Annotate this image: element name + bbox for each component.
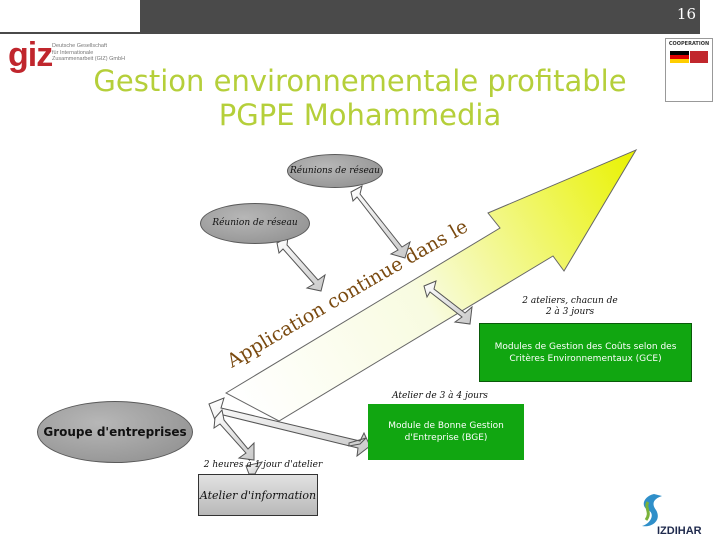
top-bar-line [0, 32, 700, 34]
cooperation-label: COOPERATION [668, 41, 710, 47]
gce-module-box: Modules de Gestion des Coûts selon des C… [479, 323, 692, 382]
atelier-information-box: Atelier d'information [198, 474, 318, 516]
double-arrow-5 [213, 408, 255, 461]
double-arrow-6 [245, 461, 264, 475]
reunions-reseau-node: Réunions de réseau [287, 154, 383, 188]
groupe-entreprises-node: Groupe d'entreprises [37, 401, 193, 463]
top-bar [140, 0, 700, 32]
two-hours-label: 2 heures à 1 jour d'atelier [203, 460, 323, 470]
slide-number: 16 [676, 5, 696, 23]
double-arrow-2 [276, 236, 326, 292]
giz-logo-text: Deutsche Gesellschaft für Internationale… [52, 43, 126, 62]
reunion-reseau-node: Réunion de réseau [200, 203, 310, 244]
cooperation-logo: COOPERATION [665, 38, 713, 102]
giz-logo: giz [8, 36, 53, 74]
morocco-flag-icon [690, 51, 708, 63]
atelier-3-4-label: Atelier de 3 à 4 jours [392, 391, 488, 401]
double-arrow-1 [350, 185, 411, 259]
double-arrow-3 [423, 280, 473, 325]
bge-module-box: Module de Bonne Gestion d'Entreprise (BG… [368, 404, 524, 460]
page-title: Gestion environnementale profitable PGPE… [93, 64, 627, 132]
two-ateliers-label: 2 ateliers, chacun de 2 à 3 jours [522, 296, 618, 317]
izdihar-logo-icon [642, 494, 662, 527]
germany-flag-icon [670, 51, 689, 63]
izdihar-logo-text: IZDIHAR [657, 525, 702, 537]
